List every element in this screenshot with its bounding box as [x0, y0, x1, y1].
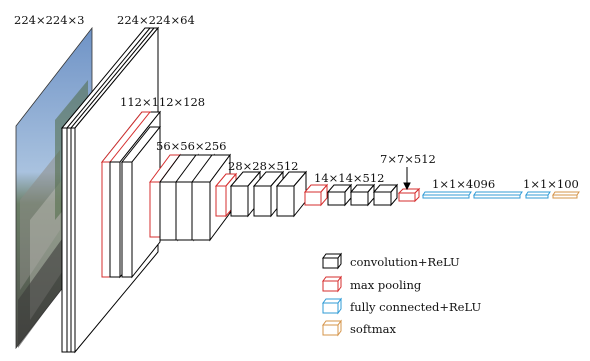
conv5-dims-label: 14×14×512: [314, 171, 385, 185]
legend-fc-swatch: [322, 297, 342, 315]
legend-pool-label: max pooling: [350, 278, 422, 292]
conv4-layer-1: [229, 170, 262, 218]
input-dims-label: 224×224×3: [14, 13, 85, 27]
fc3-dims-label: 1×1×100: [523, 177, 579, 191]
legend-pool-swatch: [322, 275, 342, 293]
conv5-layer-1: [326, 183, 353, 207]
pool5-block: [397, 187, 421, 203]
fc-dims-label: 1×1×4096: [432, 177, 495, 191]
pool5-arrow: [403, 167, 411, 191]
conv5-layer-3: [372, 183, 399, 207]
legend-conv-label: convolution+ReLU: [350, 255, 460, 269]
fc3-block: [525, 191, 551, 199]
conv1-dims-label: 224×224×64: [117, 13, 195, 27]
fc1-block: [422, 191, 472, 199]
pool5-dims-label: 7×7×512: [380, 152, 436, 166]
softmax-block: [552, 191, 580, 199]
conv2-dims-label: 112×112×128: [120, 95, 205, 109]
legend-softmax-label: softmax: [350, 322, 396, 336]
conv5-pool: [303, 183, 329, 207]
conv4-layer-3: [275, 170, 308, 218]
conv4-dims-label: 28×28×512: [228, 159, 299, 173]
legend: convolution+ReLU max pooling fully conne…: [322, 252, 481, 337]
conv5-layer-2: [349, 183, 376, 207]
fc2-block: [473, 191, 523, 199]
legend-softmax-swatch: [322, 319, 342, 337]
conv3-dims-label: 56×56×256: [156, 139, 227, 153]
legend-conv-swatch: [322, 252, 342, 270]
legend-fc-label: fully connected+ReLU: [350, 300, 481, 314]
conv2-block-inner: [120, 125, 162, 279]
